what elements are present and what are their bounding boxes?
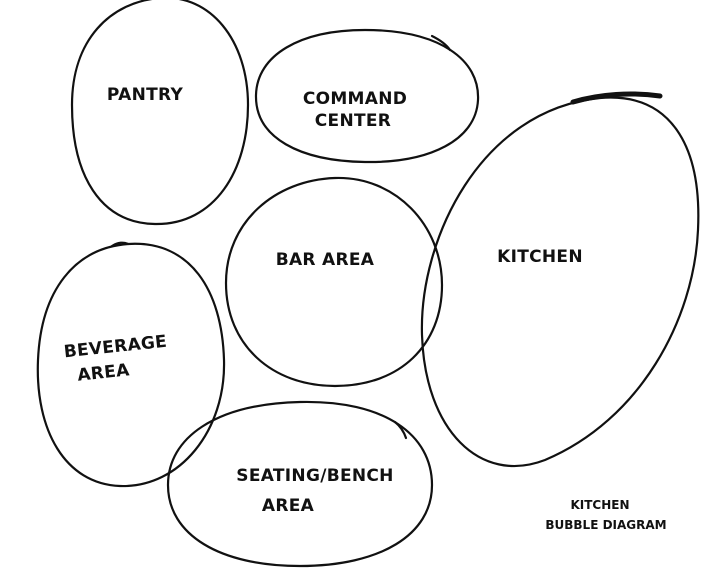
- label-beverage-area-line1: BEVERAGE: [63, 332, 168, 363]
- label-beverage-area-line2: AREA: [76, 360, 131, 385]
- bubble-pantry-outline: [70, 0, 250, 226]
- bubble-kitchen-heavy-stroke: [570, 91, 663, 105]
- caption-line1: KITCHEN: [570, 498, 629, 512]
- bubble-command-center-stroke-tail: [430, 34, 452, 52]
- bubble-pantry: PANTRY: [70, 0, 250, 226]
- diagram-caption: KITCHEN BUBBLE DIAGRAM: [545, 498, 666, 532]
- bubble-beverage-area-stroke-tail: [110, 241, 130, 248]
- bubble-beverage-area: BEVERAGE AREA: [36, 241, 226, 488]
- bubble-seating-bench-area-stroke-tail: [393, 420, 408, 440]
- bubble-seating-bench-area: SEATING/BENCH AREA: [166, 400, 434, 568]
- bubble-seating-bench-area-outline: [166, 400, 434, 568]
- bubble-kitchen: KITCHEN: [420, 91, 700, 467]
- bubble-bar-area-outline: [224, 176, 444, 388]
- caption-line2: BUBBLE DIAGRAM: [545, 518, 666, 532]
- label-seating-bench-area-line2: AREA: [262, 496, 315, 516]
- bubble-command-center: COMMAND CENTER: [254, 28, 480, 164]
- bubble-beverage-area-outline: [36, 242, 226, 488]
- label-seating-bench-area-line1: SEATING/BENCH: [236, 466, 393, 486]
- bubble-command-center-outline: [254, 28, 480, 164]
- bubble-kitchen-outline: [420, 96, 700, 467]
- label-pantry: PANTRY: [107, 85, 184, 105]
- label-command-center-line1: COMMAND: [303, 89, 407, 109]
- label-command-center-line2: CENTER: [315, 111, 391, 131]
- label-kitchen: KITCHEN: [497, 247, 583, 267]
- bubble-bar-area: BAR AREA: [224, 176, 444, 388]
- label-bar-area: BAR AREA: [276, 250, 375, 270]
